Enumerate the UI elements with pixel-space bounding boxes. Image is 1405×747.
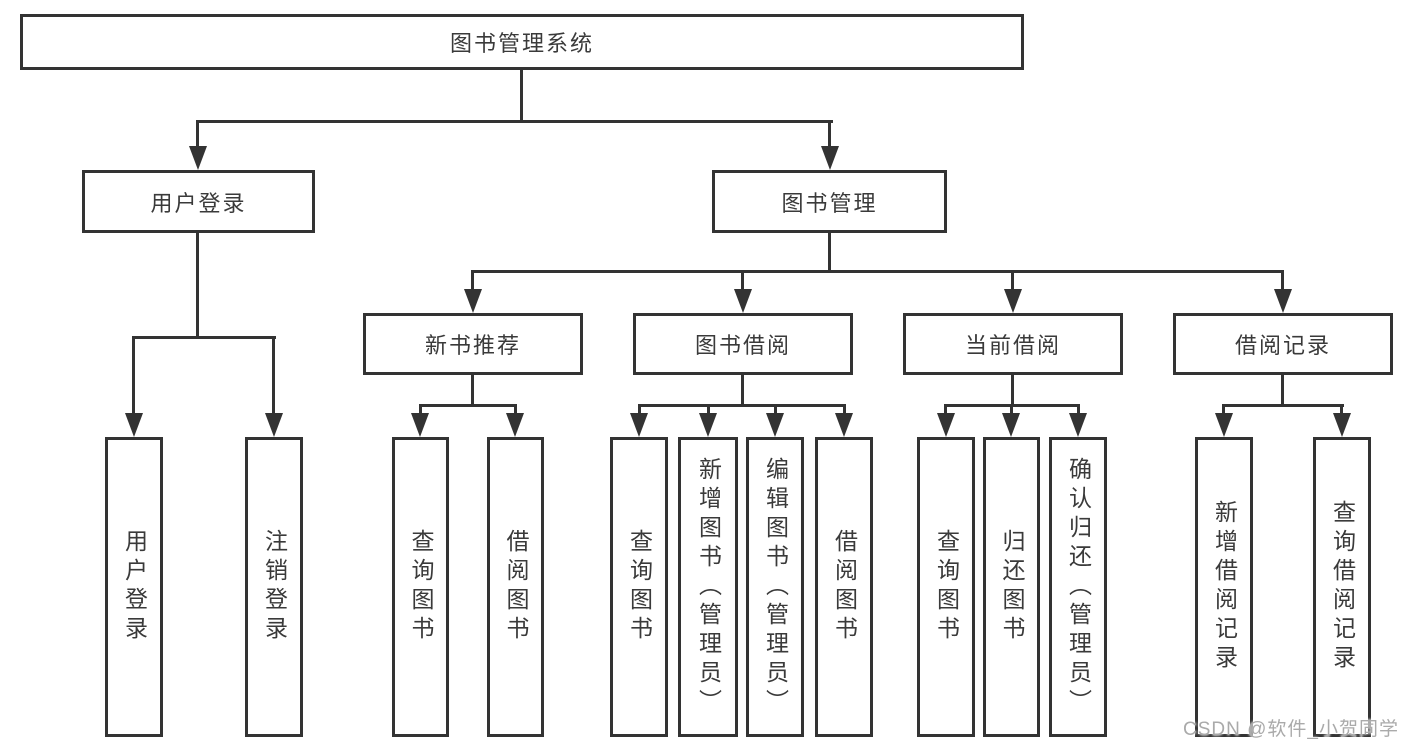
node-current-borrowing: 当前借阅 xyxy=(903,313,1123,375)
node-label: 借阅图书 xyxy=(503,529,529,645)
connector-line xyxy=(741,375,744,406)
connector-line xyxy=(196,120,833,123)
node-book-borrowing: 图书借阅 xyxy=(633,313,853,375)
connector-line xyxy=(707,404,710,417)
connector-line xyxy=(419,404,517,407)
node-label: 新书推荐 xyxy=(424,333,521,358)
node-leaf-logout: 注销登录 xyxy=(245,437,303,737)
connector-line xyxy=(638,404,641,417)
node-label: 用户登录 xyxy=(121,529,148,645)
node-label: 图书管理 xyxy=(781,190,878,216)
node-label: 查询图书 xyxy=(626,529,653,645)
node-leaf-borrow-books: 借阅图书 xyxy=(815,437,873,737)
arrow-down-icon xyxy=(1274,289,1292,313)
arrow-down-icon xyxy=(464,289,482,313)
arrow-down-icon xyxy=(835,413,853,437)
arrow-down-icon xyxy=(125,413,143,437)
node-leaf-query-books-current: 查询图书 xyxy=(917,437,975,737)
node-label: 注销登录 xyxy=(261,529,288,645)
connector-line xyxy=(1281,375,1284,406)
connector-line xyxy=(514,404,517,417)
node-label: 查询借阅记录 xyxy=(1329,500,1356,674)
node-leaf-confirm-return-admin: 确认归还（管理员） xyxy=(1049,437,1107,737)
node-label: 图书管理系统 xyxy=(449,31,594,56)
node-new-book-recommendation: 新书推荐 xyxy=(363,313,583,375)
connector-line xyxy=(520,70,523,120)
arrow-down-icon xyxy=(265,413,283,437)
node-leaf-edit-book-admin: 编辑图书（管理员） xyxy=(746,437,804,737)
arrow-down-icon xyxy=(734,289,752,313)
connector-line xyxy=(196,120,199,150)
connector-line xyxy=(1077,404,1080,417)
arrow-down-icon xyxy=(1069,413,1087,437)
node-label: 编辑图书（管理员） xyxy=(762,456,789,718)
connector-line xyxy=(638,404,846,407)
arrow-down-icon xyxy=(189,146,207,170)
node-label: 借阅记录 xyxy=(1234,333,1331,358)
arrow-down-icon xyxy=(506,413,524,437)
connector-line xyxy=(828,120,831,150)
arrow-down-icon xyxy=(1002,413,1020,437)
connector-line xyxy=(843,404,846,417)
arrow-down-icon xyxy=(411,413,429,437)
arrow-down-icon xyxy=(937,413,955,437)
node-label: 用户登录 xyxy=(150,190,247,216)
arrow-down-icon xyxy=(1004,289,1022,313)
node-label: 图书借阅 xyxy=(694,333,791,358)
connector-line xyxy=(1281,270,1284,293)
node-leaf-add-borrow-record: 新增借阅记录 xyxy=(1195,437,1253,737)
connector-line xyxy=(132,336,135,417)
connector-line xyxy=(1222,404,1344,407)
node-label: 归还图书 xyxy=(999,529,1025,645)
node-book-management: 图书管理 xyxy=(712,170,947,233)
node-leaf-query-borrow-record: 查询借阅记录 xyxy=(1313,437,1371,737)
connector-line xyxy=(1340,404,1343,417)
connector-line xyxy=(272,336,275,417)
node-label: 查询图书 xyxy=(408,529,434,645)
node-user-login: 用户登录 xyxy=(82,170,315,233)
connector-line xyxy=(1011,270,1014,293)
connector-line xyxy=(471,270,1284,273)
node-label: 确认归还（管理员） xyxy=(1065,456,1092,718)
csdn-watermark: CSDN @软件_小贺同学 xyxy=(1183,719,1399,740)
connector-line xyxy=(741,270,744,293)
connector-line xyxy=(828,233,831,270)
arrow-down-icon xyxy=(699,413,717,437)
connector-line xyxy=(419,404,422,417)
connector-line xyxy=(196,233,199,338)
arrow-down-icon xyxy=(821,146,839,170)
node-leaf-borrow-books-recommend: 借阅图书 xyxy=(487,437,544,737)
connector-line xyxy=(471,375,474,406)
arrow-down-icon xyxy=(766,413,784,437)
connector-line xyxy=(944,404,947,417)
connector-line xyxy=(132,336,276,339)
node-library-management-system: 图书管理系统 xyxy=(20,14,1024,70)
connector-line xyxy=(471,270,474,293)
arrow-down-icon xyxy=(630,413,648,437)
arrow-down-icon xyxy=(1333,413,1351,437)
connector-line xyxy=(774,404,777,417)
node-label: 查询图书 xyxy=(933,529,960,645)
node-leaf-add-book-admin: 新增图书（管理员） xyxy=(678,437,738,737)
node-leaf-query-books-borrowing: 查询图书 xyxy=(610,437,668,737)
arrow-down-icon xyxy=(1215,413,1233,437)
node-label: 新增借阅记录 xyxy=(1211,500,1238,674)
node-label: 当前借阅 xyxy=(964,333,1061,358)
connector-line xyxy=(1222,404,1225,417)
node-leaf-return-books: 归还图书 xyxy=(983,437,1040,737)
node-leaf-user-login: 用户登录 xyxy=(105,437,163,737)
node-label: 借阅图书 xyxy=(831,529,858,645)
connector-line xyxy=(1010,404,1013,417)
node-borrowing-records: 借阅记录 xyxy=(1173,313,1393,375)
node-label: 新增图书（管理员） xyxy=(695,456,722,718)
connector-line xyxy=(1011,375,1014,406)
node-leaf-query-books-recommend: 查询图书 xyxy=(392,437,449,737)
